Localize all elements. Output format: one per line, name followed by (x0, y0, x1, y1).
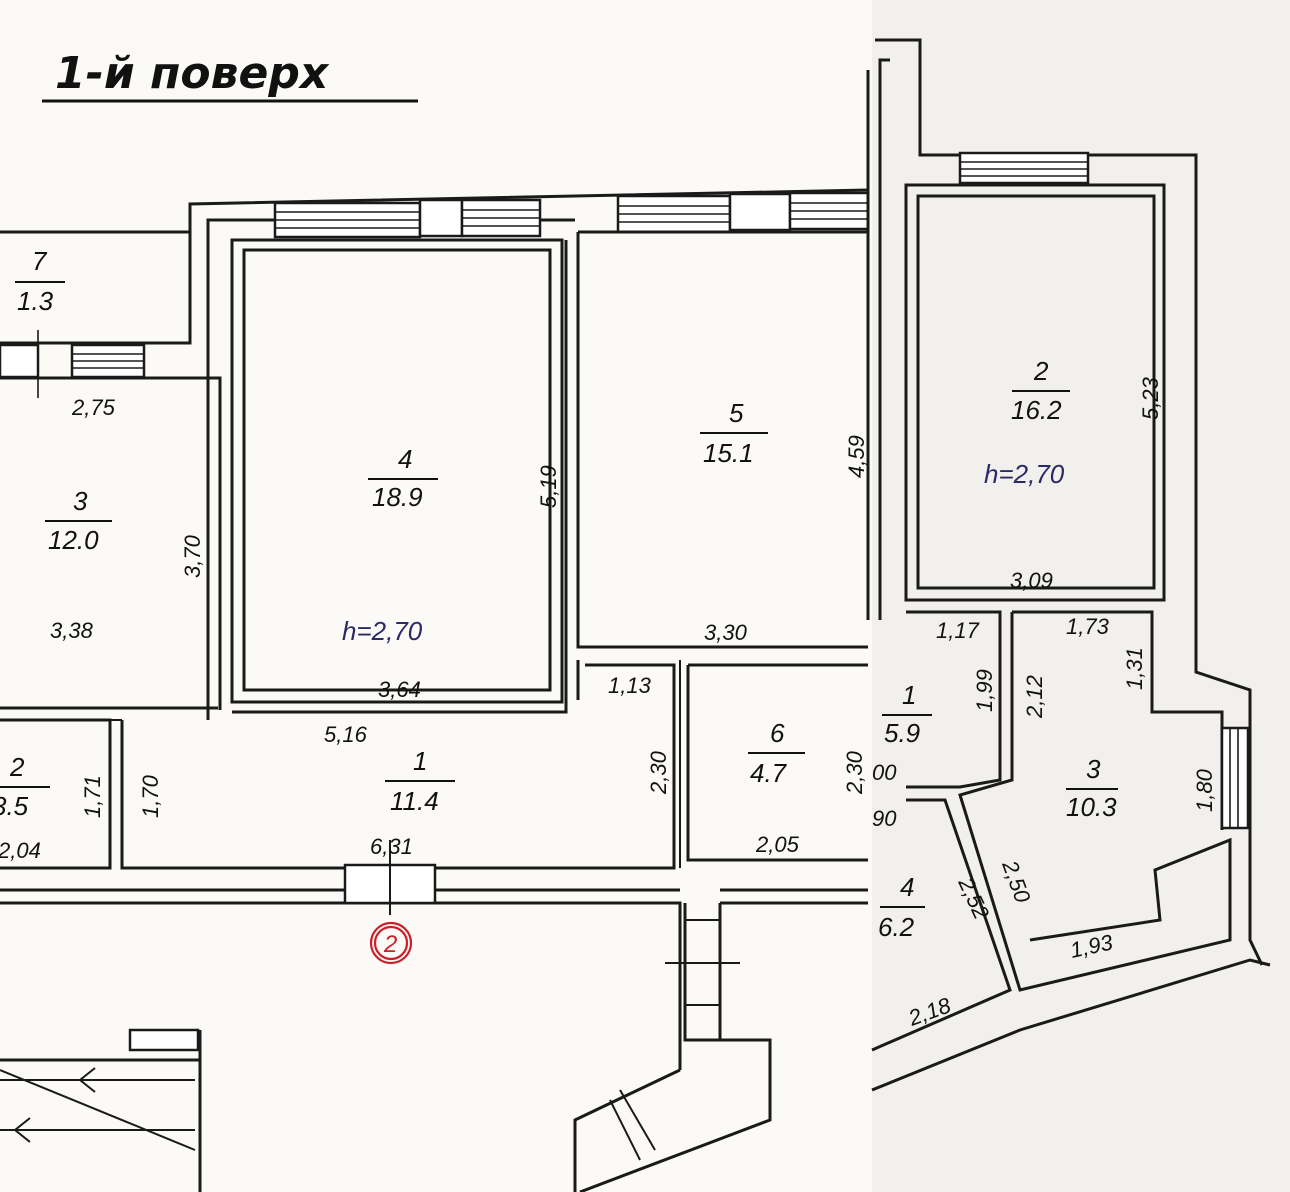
room-number: 2 (1033, 356, 1049, 386)
dimension: 2,30 (842, 750, 867, 795)
dimension: 2,12 (1022, 675, 1047, 719)
room-4-outline (230, 238, 564, 704)
axis-marker-label: 2 (383, 931, 397, 958)
dimension: 2,04 (0, 838, 41, 863)
room-6-label: 6 4.7 (748, 718, 805, 788)
room-1-label: 1 11.4 (385, 746, 455, 816)
window-pier-2 (728, 192, 792, 232)
windows (0, 191, 870, 398)
ceiling-height: h=2,70 (342, 616, 423, 646)
dimension: 5,19 (536, 465, 561, 508)
dimension: 1,17 (936, 618, 980, 643)
room-1-right-label: 1 5.9 (882, 680, 932, 748)
room-number: 7 (32, 246, 48, 276)
room-area: 4.7 (750, 758, 788, 788)
dimension: 00 (872, 760, 897, 785)
room-area: 12.0 (48, 525, 99, 555)
room-area: 15.1 (703, 438, 754, 468)
dimension: 1,80 (1192, 768, 1217, 812)
room-area: 11.4 (390, 786, 439, 816)
dimension: 1,99 (972, 669, 997, 712)
room-area: 3.5 (0, 791, 29, 821)
room-number: 2 (9, 752, 25, 782)
stair-area (0, 903, 772, 1192)
plan-title: 1-й поверх (55, 48, 330, 99)
dimension: 6,31 (370, 834, 413, 859)
room-2-label: 2 3.5 (0, 752, 50, 821)
dimension: 3,09 (1010, 568, 1053, 593)
room-4-label: 4 18.9 (368, 444, 438, 512)
room-number: 5 (729, 398, 744, 428)
dimensions: 2,75 3,70 3,38 5,19 3,64 4,59 3,30 1,13 … (0, 395, 869, 863)
room-area: 18.9 (372, 482, 423, 512)
left-plan: 1-й поверх (0, 48, 870, 1192)
dimension: 1,70 (138, 774, 163, 818)
dimension: 3,64 (378, 677, 421, 702)
dimension: 2,05 (755, 832, 800, 857)
room-number: 4 (398, 444, 412, 474)
dimension: 3,30 (704, 620, 748, 645)
room-number: 1 (413, 746, 427, 776)
room-2-right-inner (916, 194, 1156, 590)
room-area: 10.3 (1066, 792, 1117, 822)
room-3-right-label: 3 10.3 (1066, 754, 1118, 822)
room-area: 1.3 (17, 286, 54, 316)
room-number: 3 (73, 486, 88, 516)
dimension: 90 (872, 806, 897, 831)
axis-marker: 2 (369, 921, 413, 965)
dimension: 1,13 (608, 673, 652, 698)
right-plan: 2 16.2 1 5.9 3 10.3 4 6.2 h=2,70 5,23 3,… (866, 38, 1271, 1092)
room-4-inner (242, 248, 552, 692)
dimension: 3,70 (180, 534, 205, 578)
window-right-top (958, 151, 1090, 185)
dimension: 5,16 (324, 722, 368, 747)
dimension: 1,73 (1066, 614, 1110, 639)
room-7-label: 7 1.3 (15, 246, 65, 316)
room-4-right-label: 4 6.2 (878, 872, 925, 942)
dimension: 2,30 (646, 750, 671, 795)
dimension: 1,71 (80, 775, 105, 818)
room-3-label: 3 12.0 (45, 486, 112, 555)
dimension: 4,59 (844, 435, 869, 478)
room-area: 6.2 (878, 912, 915, 942)
room-2-right-outline (904, 183, 1166, 602)
window-7-left (0, 343, 40, 379)
dimension: 2,75 (71, 395, 116, 420)
right-sheet (872, 0, 1290, 1192)
left-sheet (0, 0, 872, 1192)
room-number: 6 (770, 718, 785, 748)
room-number: 1 (902, 680, 916, 710)
dimension: 1,31 (1122, 647, 1147, 690)
room-5-label: 5 15.1 (700, 398, 768, 468)
dimension: 3,38 (50, 618, 94, 643)
room-area: 5.9 (884, 718, 920, 748)
ceiling-height: h=2,70 (984, 459, 1065, 489)
room-number: 3 (1086, 754, 1101, 784)
window-pier (418, 198, 464, 238)
room-walls (0, 230, 868, 915)
dimension: 5,23 (1138, 376, 1163, 420)
window-right-side (1220, 726, 1250, 830)
room-number: 4 (900, 872, 914, 902)
room-area: 16.2 (1011, 395, 1062, 425)
dimensions: 5,23 3,09 1,17 1,73 1,99 2,12 1,31 00 90… (872, 376, 1217, 1031)
room-2-right-label: 2 16.2 (1011, 356, 1070, 425)
